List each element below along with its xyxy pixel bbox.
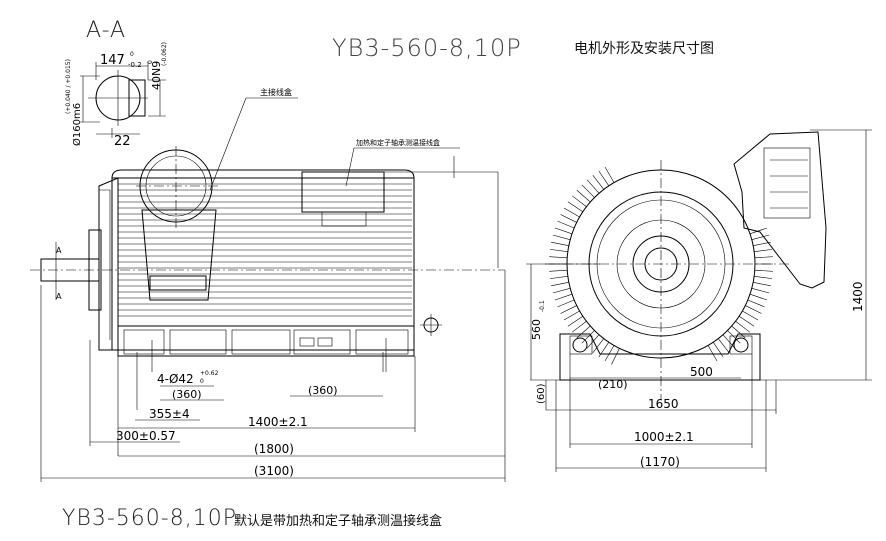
shoulder-dim-label: 22 [114, 134, 131, 149]
section-mark-upper: A [56, 246, 62, 255]
dim-holes-tol-bottom: 0 [200, 378, 204, 385]
keyway-tol-top: 0 [130, 51, 134, 58]
side-view-dimensions: 4-Ø42 +0.62 0 (360) (360) 355±4 1400±2.1… [40, 270, 506, 482]
end-fin [747, 299, 765, 308]
end-fin [586, 179, 600, 194]
key-label: 40N9 [150, 61, 163, 90]
end-fin [549, 249, 568, 253]
end-fin [560, 214, 577, 223]
end-fin [554, 293, 573, 301]
end-fin [549, 256, 568, 259]
footer-model: YB3-560-8,10P [62, 506, 237, 531]
end-fin [751, 288, 770, 294]
end-fin [557, 220, 575, 229]
end-fin [735, 320, 751, 333]
end-fin [751, 234, 770, 240]
end-fin [604, 345, 615, 362]
cooling-fins [118, 183, 412, 317]
end-fin [604, 166, 615, 183]
end-fin [549, 275, 568, 279]
end-fin [717, 338, 730, 354]
main-terminal-box-callout: 主接线盒 [260, 87, 292, 97]
end-fin [592, 338, 605, 354]
end-fin [551, 241, 569, 246]
drawing-title-cn: 电机外形及安装尺寸图 [574, 41, 714, 57]
keyway-width-label: 147 [100, 53, 125, 68]
dim-3100: (3100) [254, 464, 294, 478]
end-cooling-fins [549, 166, 773, 365]
end-fin [560, 305, 577, 314]
end-fin [552, 234, 571, 240]
end-fin [554, 227, 573, 235]
dim-holes: 4-Ø42 [157, 372, 194, 386]
motor-end-view [526, 131, 827, 400]
dim-355: 355±4 [149, 407, 190, 421]
dim-60: (60) [536, 383, 547, 404]
end-fin [611, 348, 620, 365]
dim-1650: 1650 [648, 397, 679, 411]
dim-1000: 1000±2.1 [634, 430, 694, 444]
end-fin [549, 269, 568, 272]
dim-1170: (1170) [640, 455, 680, 469]
end-fin [563, 207, 580, 218]
end-fin [567, 201, 584, 213]
end-fin [754, 275, 773, 279]
shaft-diameter-tol: (+0.040 / +0.015) [65, 59, 72, 114]
dim-360-right: (360) [308, 384, 338, 397]
end-fin [753, 282, 771, 287]
motor-side-view: A A [30, 87, 505, 456]
dim-1400-side: 1400±2.1 [248, 415, 308, 429]
dim-shaft-height-tol: -0.1 [539, 300, 546, 312]
dim-shaft-height: 560 [530, 319, 543, 340]
end-fin [567, 315, 584, 327]
end-fin [745, 305, 762, 314]
end-fin [571, 195, 587, 208]
shaft-diameter-label: Ø160m6 [71, 103, 83, 146]
key-tol-top: 0 [147, 60, 154, 64]
shaft-section-detail: 147 0 -0.2 40N9 0 (-0.062) Ø160m6 (+0.04… [65, 42, 168, 149]
end-fin [581, 330, 595, 344]
section-label: A-A [86, 18, 127, 43]
dim-300: 300±0.57 [116, 429, 176, 443]
drawing-model-title: YB3-560-8,10P [332, 34, 522, 62]
end-fin [742, 310, 759, 321]
end-fin [598, 170, 610, 187]
dim-1400-end: 1400 [851, 281, 865, 312]
end-fin [592, 174, 605, 190]
end-fin [754, 269, 773, 272]
dim-holes-tol-top: +0.62 [200, 370, 219, 377]
footer-note: 默认是带加热和定子轴承测温接线盒 [234, 514, 443, 529]
key-tol: (-0.062) [161, 42, 168, 66]
end-fin [727, 330, 741, 344]
section-mark-lower: A [56, 292, 62, 301]
keyway-tol: -0.2 [128, 61, 142, 69]
end-fin [581, 184, 595, 198]
dim-1800: (1800) [254, 442, 294, 456]
end-fin [754, 256, 773, 259]
end-fin [563, 310, 580, 321]
end-fin [722, 334, 736, 349]
end-fin [712, 341, 724, 358]
end-fin [586, 334, 600, 349]
end-fin [571, 320, 587, 333]
end-fin [557, 299, 575, 308]
end-fin [749, 227, 768, 235]
aux-terminal-box-callout: 加热和定子轴承测温接线盒 [356, 138, 440, 147]
dim-360-left: (360) [172, 388, 202, 401]
dim-500: 500 [690, 365, 713, 379]
end-fin [576, 189, 591, 203]
end-fin [754, 249, 773, 253]
end-fin [749, 293, 768, 301]
end-fin [738, 315, 755, 327]
end-fin [598, 341, 610, 358]
dim-210: (210) [598, 378, 628, 391]
end-fin [551, 282, 569, 287]
end-fin [552, 288, 571, 294]
end-fin [707, 345, 718, 362]
end-view-dimensions: 560 -0.1 (60) (210) 500 1650 1000±2.1 (1… [530, 129, 872, 472]
